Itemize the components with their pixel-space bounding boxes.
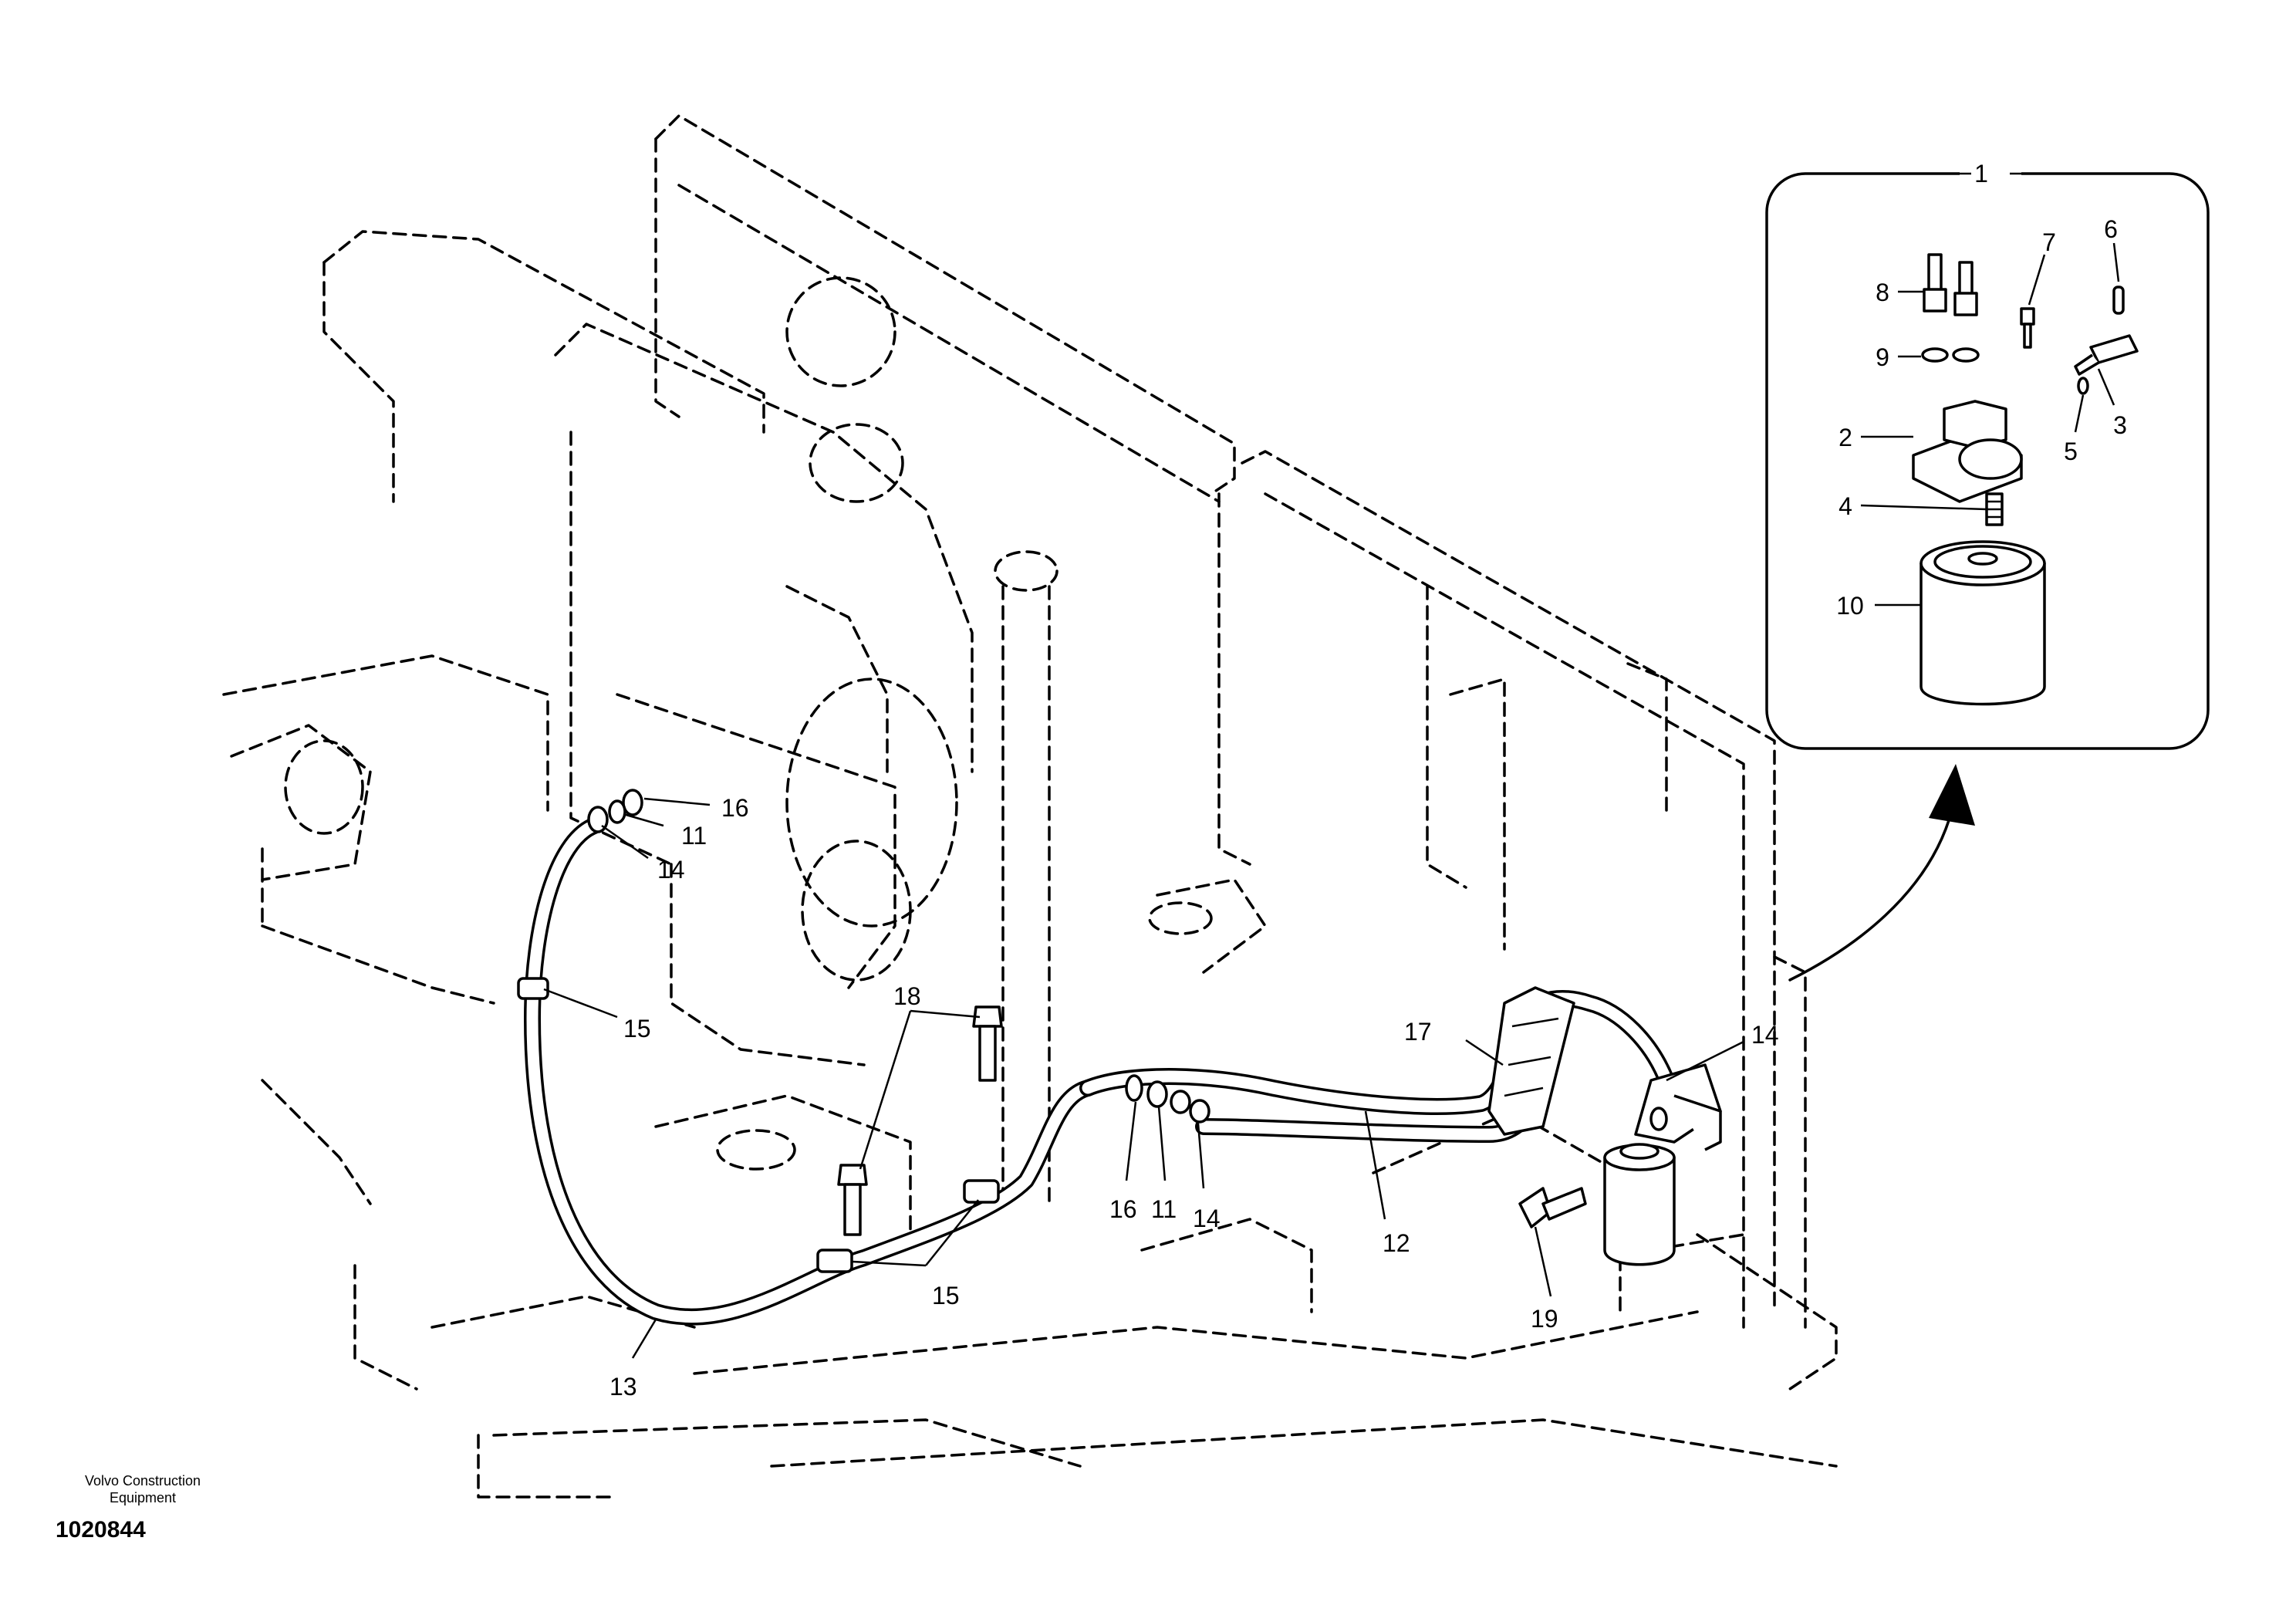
callout-2: 2	[1838, 424, 1852, 451]
manufacturer-label: Volvo Construction Equipment	[54, 1472, 231, 1506]
top-fittings	[587, 789, 643, 833]
callout-8: 8	[1876, 279, 1889, 306]
bolts-18	[837, 1005, 1003, 1236]
callout-16-top: 16	[721, 794, 749, 822]
bolt-19	[1518, 1187, 1587, 1228]
machine-frame-outline	[222, 114, 1838, 1499]
callout-18: 18	[893, 982, 921, 1010]
callout-15-left: 15	[623, 1015, 651, 1042]
main-callouts: 16 11 14 15 18 16 11 14 12 17 14 15 13 1…	[609, 794, 1779, 1401]
mid-fittings	[1125, 1074, 1210, 1124]
callout-7: 7	[2042, 228, 2056, 256]
document-footer: Volvo Construction Equipment 1020844	[54, 1472, 231, 1543]
callout-17: 17	[1404, 1018, 1432, 1046]
manufacturer-line-1: Volvo Construction	[84, 1473, 201, 1489]
callout-4: 4	[1838, 492, 1852, 520]
document-number: 1020844	[56, 1517, 146, 1543]
filter-assembly	[1603, 1063, 1722, 1266]
callout-14-top: 14	[657, 856, 685, 884]
hose-13	[524, 817, 1096, 1326]
callout-3: 3	[2113, 411, 2127, 439]
callout-13: 13	[609, 1373, 637, 1401]
callout-15-bottom: 15	[932, 1282, 960, 1309]
inset-parts	[1912, 253, 2139, 706]
callout-5: 5	[2064, 438, 2078, 465]
callout-9: 9	[1876, 343, 1889, 371]
hose-12	[1079, 990, 1675, 1143]
clamps-15	[517, 977, 1000, 1273]
callout-11-mid: 11	[1151, 1195, 1177, 1223]
inset-box	[1765, 158, 2210, 750]
inset-arrow	[1788, 764, 1975, 982]
callout-16-mid: 16	[1109, 1195, 1137, 1223]
callout-6: 6	[2104, 215, 2118, 243]
callout-14-mid: 14	[1193, 1205, 1221, 1232]
callout-11-top: 11	[681, 822, 707, 850]
inset-callouts: 1 8 9 2 4 10 7 6 3 5	[1836, 160, 2127, 620]
callout-1: 1	[1974, 160, 1988, 188]
callout-19: 19	[1531, 1305, 1558, 1333]
manufacturer-line-2: Equipment	[109, 1490, 177, 1505]
leader-lines	[543, 242, 2120, 1359]
hose-sleeve-17	[1487, 986, 1575, 1136]
callout-12: 12	[1383, 1229, 1410, 1257]
callout-10: 10	[1836, 592, 1864, 620]
callout-14-right: 14	[1751, 1021, 1779, 1049]
